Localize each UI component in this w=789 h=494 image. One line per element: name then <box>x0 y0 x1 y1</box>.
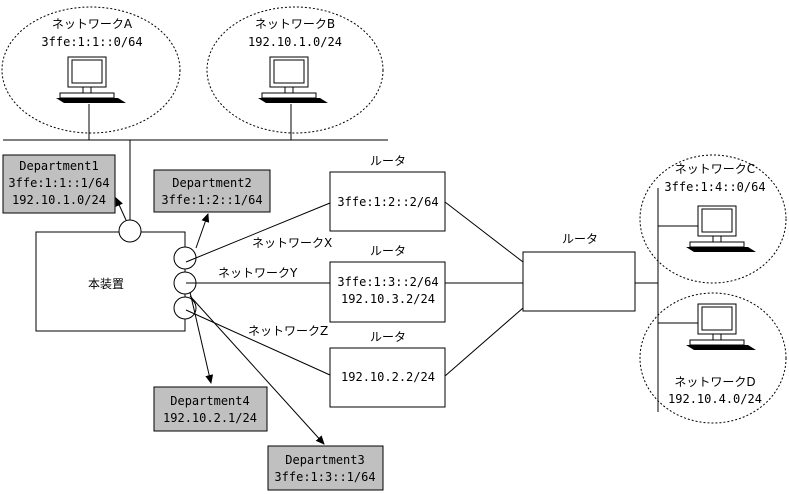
network-c-boundary <box>639 154 787 284</box>
network-c-name: ネットワークC <box>675 162 755 176</box>
interface-z-port <box>173 296 197 320</box>
router-1: ルータ 3ffe:1:2::2/64 <box>329 154 446 232</box>
main-device: 本装置 <box>35 219 197 332</box>
department3-fill <box>267 445 384 491</box>
router-2-label: ルータ <box>370 244 406 258</box>
router-1-ipv6: 3ffe:1:2::2/64 <box>337 195 438 209</box>
network-d-computer-icon <box>685 303 757 351</box>
core-router-label: ルータ <box>562 232 598 246</box>
network-d: ネットワークD 192.10.4.0/24 <box>639 292 787 424</box>
router-3-to-core-line <box>444 307 524 377</box>
router-2-ipv6: 3ffe:1:3::2/64 <box>337 275 438 289</box>
network-b-boundary <box>206 6 384 134</box>
network-a-boundary <box>1 6 181 134</box>
department1-ipv4: 192.10.1.0/24 <box>12 193 106 207</box>
link-y-label: ネットワークY <box>218 266 298 280</box>
department3-ipv6: 3ffe:1:3::1/64 <box>274 470 375 484</box>
link-x-label: ネットワークX <box>252 236 332 250</box>
department2-name: Department2 <box>172 176 251 190</box>
router-1-label: ルータ <box>370 154 406 168</box>
router-2: ルータ 3ffe:1:3::2/64 192.10.3.2/24 <box>329 244 446 323</box>
network-d-name: ネットワークD <box>674 375 755 389</box>
interface-x-port <box>173 246 197 270</box>
network-d-address: 192.10.4.0/24 <box>668 392 762 406</box>
network-a-address: 3ffe:1:1::0/64 <box>41 35 142 49</box>
link-network-x <box>185 202 331 263</box>
network-c-address: 3ffe:1:4::0/64 <box>664 180 765 194</box>
network-d-boundary <box>639 292 787 424</box>
router-3: ルータ 192.10.2.2/24 <box>329 330 446 408</box>
department4-name: Department4 <box>170 394 249 408</box>
router-2-box <box>329 261 446 323</box>
router-3-ipv4: 192.10.2.2/24 <box>341 370 435 384</box>
router-2-ipv4: 192.10.3.2/24 <box>341 292 435 306</box>
department4-ipv4: 192.10.2.1/24 <box>163 411 257 425</box>
department3-box: Department3 3ffe:1:3::1/64 <box>267 445 384 491</box>
department1-ipv6: 3ffe:1:1::1/64 <box>8 176 109 190</box>
core-router-box <box>522 251 636 312</box>
department1-name: Department1 <box>19 159 98 173</box>
arrow-to-department2 <box>195 213 210 249</box>
department4-fill <box>153 386 268 432</box>
network-a: ネットワークA 3ffe:1:1::0/64 <box>1 6 181 140</box>
department2-box: Department2 3ffe:1:2::1/64 <box>153 169 271 213</box>
main-device-box <box>35 231 186 332</box>
core-router: ルータ <box>522 232 636 312</box>
arrow-to-department3 <box>189 295 325 445</box>
router-3-box <box>329 347 446 408</box>
interface-top-port <box>118 219 142 243</box>
department1-fill <box>2 154 116 214</box>
router-1-box <box>329 171 446 232</box>
department2-ipv6: 3ffe:1:2::1/64 <box>161 193 262 207</box>
link-network-z <box>185 309 331 376</box>
router-1-to-core-line <box>444 201 524 263</box>
network-a-name: ネットワークA <box>52 17 133 31</box>
arrow-to-department1 <box>115 197 127 221</box>
network-b: ネットワークB 192.10.1.0/24 <box>206 6 384 140</box>
network-b-computer-icon <box>257 56 329 104</box>
link-z-label: ネットワークZ <box>248 324 328 338</box>
network-a-computer-icon <box>55 56 127 104</box>
arrow-to-department4 <box>189 291 214 384</box>
network-b-address: 192.10.1.0/24 <box>248 35 342 49</box>
network-c-computer-icon <box>685 205 757 253</box>
department2-fill <box>153 169 271 213</box>
department1-box: Department1 3ffe:1:1::1/64 192.10.1.0/24 <box>2 154 116 214</box>
main-device-label: 本装置 <box>88 277 124 291</box>
network-b-name: ネットワークB <box>255 17 335 31</box>
network-c: ネットワークC 3ffe:1:4::0/64 <box>639 154 787 284</box>
department4-box: Department4 192.10.2.1/24 <box>153 386 268 432</box>
router-3-label: ルータ <box>370 330 406 344</box>
department3-name: Department3 <box>285 453 364 467</box>
